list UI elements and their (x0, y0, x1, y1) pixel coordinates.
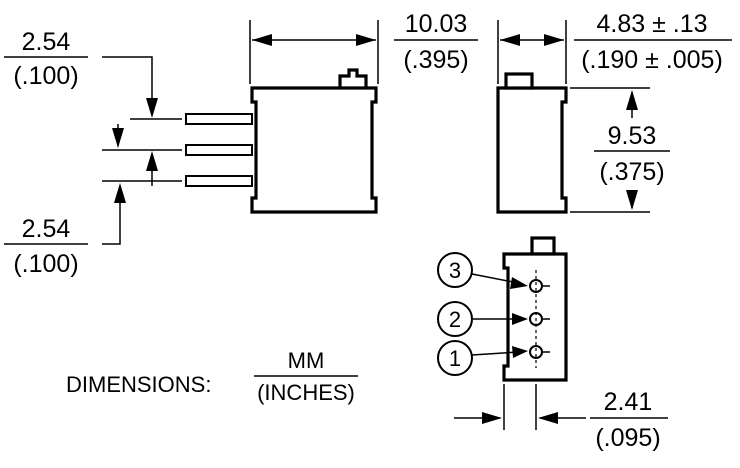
callout-leader (471, 273, 519, 284)
arrow-head (112, 128, 124, 148)
arrow-head (510, 277, 528, 289)
arrow-head (252, 34, 272, 46)
body-height-inch: (.375) (599, 158, 664, 186)
arrow-head (500, 34, 520, 46)
bottom-view (502, 236, 568, 382)
legend-unit-inches: (INCHES) (257, 380, 355, 405)
side-body (250, 86, 378, 214)
pin-hole-3 (529, 279, 543, 293)
arrow-head (512, 346, 528, 358)
arrow-head (544, 34, 564, 46)
pin-pitch-bottom-mm: 2.54 (22, 215, 71, 243)
pin-hole-1 (529, 345, 543, 359)
arrow-head (146, 151, 158, 171)
side-pin-bottom (185, 175, 253, 187)
bottom-adjust-screw (530, 236, 556, 256)
body-depth-mm: 4.83 ± .13 (596, 10, 707, 38)
arrow-head (482, 412, 502, 424)
arrow-head (538, 412, 558, 424)
pin-number-3: 3 (449, 258, 461, 283)
leader-line (102, 203, 121, 245)
front-body (496, 86, 568, 214)
pin-offset-mm: 2.41 (604, 388, 653, 416)
body-width-inch: (.395) (403, 46, 468, 74)
arrow-head (512, 313, 528, 325)
pin-offset-dimension: 2.41 (.095) (454, 384, 668, 452)
legend-label: DIMENSIONS: (66, 372, 211, 397)
arrow-head (356, 34, 376, 46)
side-adjust-screw (338, 68, 368, 88)
body-width-dimension: 10.03 (.395) (249, 10, 478, 84)
body-depth-dimension: 4.83 ± .13 (.190 ± .005) (497, 10, 732, 84)
pin-number-2: 2 (449, 307, 461, 332)
body-depth-inch: (.190 ± .005) (581, 46, 723, 74)
pin-pitch-dimension: 2.54 (.100) 2.54 (.100) (4, 28, 182, 278)
leader-line (102, 56, 153, 100)
side-pin-top (185, 113, 253, 125)
body-height-mm: 9.53 (608, 122, 657, 150)
pin-number-1: 1 (449, 346, 461, 371)
pin-callout-3 (437, 252, 473, 288)
arrow-head (146, 98, 158, 118)
front-view (496, 72, 568, 214)
arrow-head (626, 90, 638, 110)
body-width-mm: 10.03 (405, 10, 468, 38)
pin-offset-inch: (.095) (595, 424, 660, 452)
pin-pitch-top-inch: (.100) (13, 62, 78, 90)
body-height-dimension: 9.53 (.375) (570, 87, 670, 213)
pin-pitch-bottom-inch: (.100) (13, 250, 78, 278)
side-view (185, 68, 378, 214)
pin-callout-1 (437, 340, 473, 376)
pin-hole-2 (529, 312, 543, 326)
side-pin-middle (185, 144, 253, 156)
front-adjust-screw (504, 72, 534, 90)
arrow-head (114, 183, 126, 203)
callout-leader (471, 351, 519, 356)
units-legend: DIMENSIONS: MM (INCHES) (66, 348, 358, 405)
legend-unit-mm: MM (288, 348, 325, 373)
pin-callouts: 3 2 1 (437, 252, 528, 376)
arrow-head (626, 190, 638, 210)
pin-pitch-top-mm: 2.54 (22, 28, 71, 56)
